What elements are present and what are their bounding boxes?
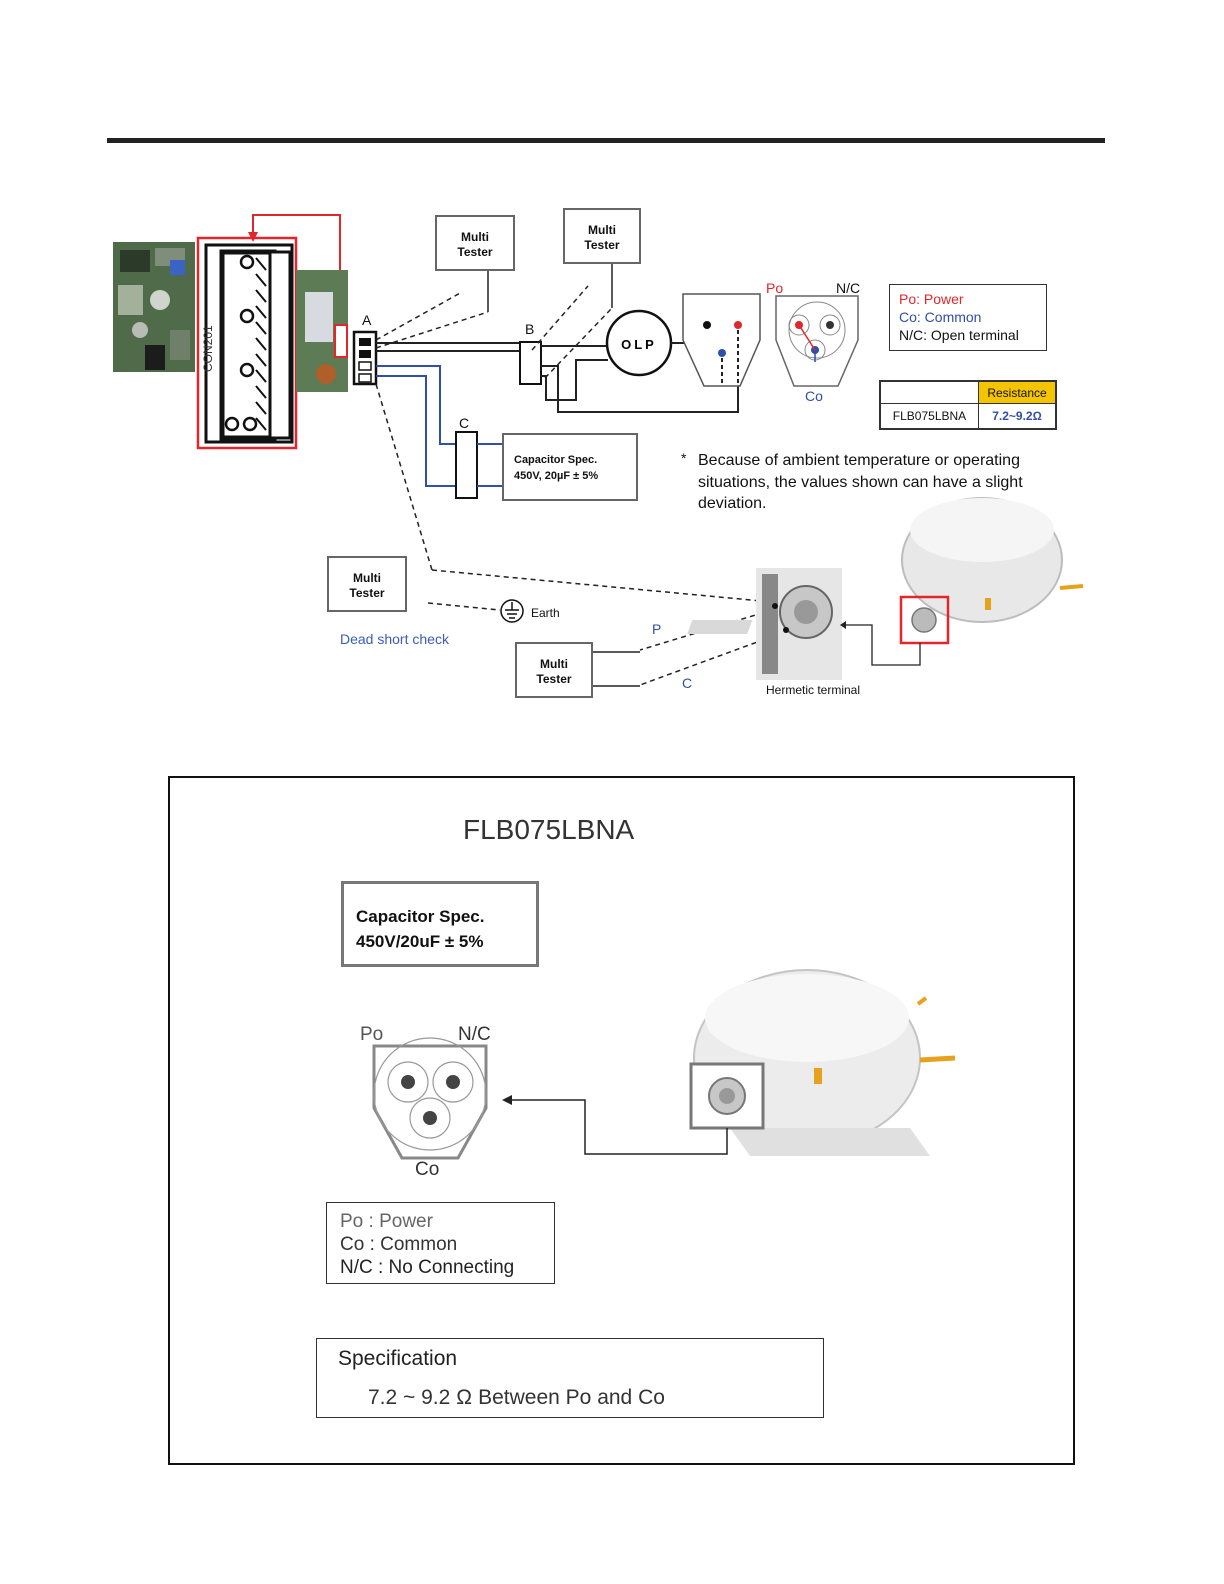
wiring-svg: CON201 OLP bbox=[113, 214, 1084, 687]
dead-short-label: Dead short check bbox=[340, 631, 449, 647]
compressor-image-2 bbox=[689, 969, 956, 1156]
olp-label: OLP bbox=[621, 337, 657, 352]
note-star: * bbox=[681, 450, 687, 466]
hermetic-terminal-icon bbox=[775, 295, 859, 387]
specification-title: Specification bbox=[338, 1347, 458, 1370]
pcb-image bbox=[113, 242, 195, 372]
specification-value: 7.2 ~ 9.2 Ω Between Po and Co bbox=[368, 1386, 665, 1409]
tester-label: Multi bbox=[461, 230, 489, 244]
terminal-po-label: Po bbox=[766, 280, 784, 296]
tester-label: Multi bbox=[540, 657, 568, 671]
board-label: CON201 bbox=[201, 325, 215, 372]
earth-icon bbox=[500, 599, 524, 623]
note-line: situations, the values shown can have a … bbox=[698, 473, 1023, 491]
resistance-table: Resistance FLB075LBNA 7.2~9.2Ω bbox=[879, 380, 1057, 430]
label-c: C bbox=[459, 415, 470, 431]
resistance-model: FLB075LBNA bbox=[881, 404, 979, 428]
resistance-header: Resistance bbox=[979, 382, 1055, 404]
c-label: C bbox=[682, 675, 693, 691]
capacitor-spec2-line1: Capacitor Spec. bbox=[356, 907, 485, 926]
terminal-nc-label: N/C bbox=[836, 280, 861, 296]
label-a: A bbox=[362, 312, 372, 328]
multi-tester-3: Multi Tester bbox=[327, 556, 407, 612]
top-rule bbox=[107, 138, 1105, 143]
tester-label: Multi bbox=[353, 571, 381, 585]
legend2-po: Po : Power bbox=[340, 1211, 433, 1232]
specification-box: Specification 7.2 ~ 9.2 Ω Between Po and… bbox=[316, 1338, 824, 1418]
compressor-image bbox=[687, 497, 1084, 645]
legend2-co: Co : Common bbox=[340, 1234, 458, 1255]
legend-nc: N/C: Open terminal bbox=[899, 327, 1019, 343]
capacitor-spec2-line2: 450V/20uF ± 5% bbox=[356, 932, 484, 951]
deviation-note: Because of ambient temperature or operat… bbox=[698, 450, 1023, 515]
hermetic-terminal-icon-2 bbox=[372, 1037, 488, 1160]
spec-panel-svg bbox=[372, 969, 956, 1160]
terminal2-nc-label: N/C bbox=[458, 1024, 491, 1045]
tester-label: Tester bbox=[584, 238, 620, 252]
wiring-diagram: CON201 OLP bbox=[0, 0, 1224, 760]
hermetic-terminal-label: Hermetic terminal bbox=[766, 683, 861, 697]
note-line: deviation. bbox=[698, 495, 767, 512]
terminal-legend-2: Po : Power Co : Common N/C : No Connecti… bbox=[326, 1202, 555, 1284]
terminal-co-label: Co bbox=[805, 388, 823, 404]
multi-tester-2: Multi Tester bbox=[563, 208, 641, 264]
multi-tester-1: Multi Tester bbox=[435, 215, 515, 271]
resistance-value: 7.2~9.2Ω bbox=[992, 409, 1042, 423]
terminal2-co-label: Co bbox=[415, 1159, 440, 1180]
hermetic-terminal-photo bbox=[756, 568, 842, 680]
capacitor-spec-box: Capacitor Spec. 450V, 20µF ± 5% bbox=[502, 433, 638, 501]
p-label: P bbox=[652, 621, 662, 637]
spec-panel: FLB075LBNA Capacitor Spec. 450V/20uF ± 5… bbox=[168, 776, 1075, 1465]
multi-tester-4: Multi Tester bbox=[515, 642, 593, 698]
note-line: Because of ambient temperature or operat… bbox=[698, 452, 1020, 469]
tester-label: Tester bbox=[457, 245, 493, 259]
legend-po: Po: Power bbox=[899, 291, 964, 307]
capacitor-spec-line2: 450V, 20µF ± 5% bbox=[514, 470, 599, 482]
connector-b bbox=[519, 341, 542, 385]
legend-co: Co: Common bbox=[899, 309, 982, 325]
model-title: FLB075LBNA bbox=[463, 814, 635, 845]
capacitor-spec-line1: Capacitor Spec. bbox=[514, 454, 598, 466]
capacitor-c bbox=[455, 431, 478, 499]
tester-label: Tester bbox=[536, 672, 572, 686]
terminal-legend: Po: Power Co: Common N/C: Open terminal bbox=[889, 284, 1047, 351]
earth-label: Earth bbox=[531, 606, 560, 620]
tester-label: Tester bbox=[349, 586, 385, 600]
terminal-plug bbox=[682, 293, 761, 387]
legend2-nc: N/C : No Connecting bbox=[340, 1257, 515, 1278]
pcb-image-2 bbox=[296, 270, 348, 392]
capacitor-spec-box-2: Capacitor Spec. 450V/20uF ± 5% bbox=[341, 881, 539, 967]
label-b: B bbox=[525, 321, 535, 337]
tester-label: Multi bbox=[588, 223, 616, 237]
terminal2-po-label: Po bbox=[360, 1024, 384, 1045]
